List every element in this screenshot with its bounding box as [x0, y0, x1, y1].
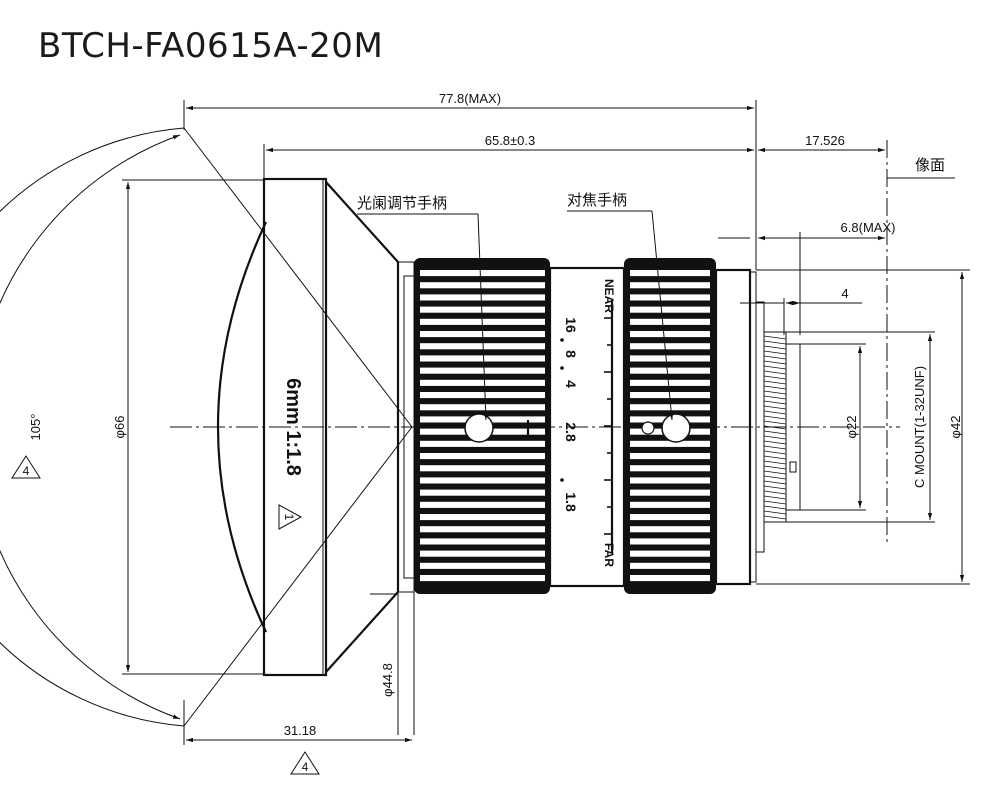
far-label: FAR [602, 543, 616, 567]
dim-flange-diameter: φ44.8 [380, 663, 395, 697]
focus-knob [661, 413, 691, 443]
dim-front-diameter: φ66 [112, 416, 127, 439]
dim-body-length: 65.8±0.3 [485, 133, 536, 148]
note-triangle-lens [278, 504, 303, 530]
lens-focal-marking: 6mm 1:1.8 [282, 378, 304, 476]
label-image-plane: 像面 [915, 156, 945, 174]
f-stop-label: 2.8 [563, 422, 579, 442]
c-mount-thread [763, 331, 801, 523]
note-mark-bottom: 4 [302, 760, 309, 774]
dim-front-offset: 31.18 [284, 723, 317, 738]
dim-overall-length: 77.8(MAX) [439, 91, 501, 106]
dim-inner-diameter: φ22 [844, 416, 859, 439]
f-stop-label: 16 [563, 317, 579, 333]
drawing-title: BTCH-FA0615A-20M [38, 26, 384, 66]
dim-rear-diameter: φ42 [948, 416, 963, 439]
label-focus-handle: 对焦手柄 [567, 191, 627, 209]
f-stop-label: 1.8 [563, 492, 579, 512]
dim-thread-length: 4 [841, 286, 848, 301]
f-stop-label: 4 [563, 380, 579, 388]
f-stop-scale: 16 8 4 2.8 1.8 [560, 317, 579, 512]
front-element [217, 221, 267, 633]
label-aperture-handle: 光阑调节手柄 [357, 194, 447, 212]
dim-field-angle: 105° [28, 414, 43, 441]
aperture-knob [464, 413, 494, 443]
note-triangle-bottom [290, 751, 320, 775]
note-mark-left: 4 [23, 464, 30, 478]
dim-mount: C MOUNT(1-32UNF) [912, 366, 927, 488]
dim-flange-back: 17.526 [805, 133, 845, 148]
note-triangle-left [11, 455, 41, 479]
f-stop-label: 8 [563, 350, 579, 358]
near-label: NEAR [602, 279, 616, 313]
front-dome-arc [0, 127, 185, 727]
note-mark-lens: 1 [282, 514, 296, 521]
front-barrel [262, 177, 328, 677]
dim-back-protrusion: 6.8(MAX) [841, 220, 896, 235]
